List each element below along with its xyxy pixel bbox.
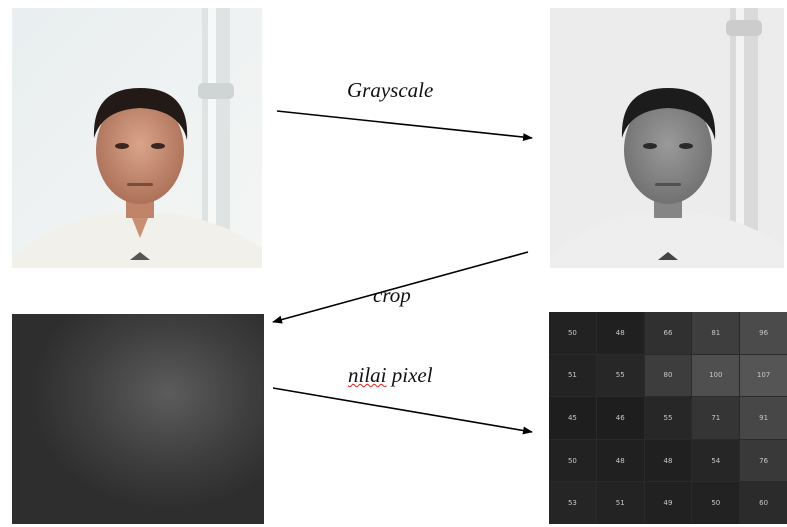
cropped-region [12,314,264,524]
original-photo-image [12,8,262,268]
pixel-cell: 76 [740,439,787,482]
cropped-region-image [12,314,264,524]
pixel-cell: 48 [644,439,692,482]
pixel-cell: 100 [692,354,740,397]
pixel-cell: 80 [644,354,692,397]
pixel-cell: 46 [596,397,644,439]
pixel-cell: 107 [740,354,787,397]
pixel-cell: 71 [692,397,740,439]
arrow-pixel-value [272,387,533,435]
pixel-cell: 48 [596,439,644,482]
pixel-value-label: nilai pixel [348,363,433,388]
pixel-cell: 81 [692,312,740,354]
pixel-cell: 51 [549,354,596,397]
pixel-cell: 55 [644,397,692,439]
pixel-cell: 49 [644,482,692,524]
pixel-cell: 50 [549,439,596,482]
original-photo [12,8,262,268]
pixel-cell: 54 [692,439,740,482]
arrow-grayscale [276,110,533,142]
crop-label: crop [373,283,411,307]
pixel-cell: 50 [692,482,740,524]
pixel-label-word-nilai: nilai [348,363,387,387]
pixel-label-word-pixel: pixel [386,363,433,387]
pixel-cell: 50 [549,312,596,354]
arrow-crop [272,251,529,324]
pixel-cell: 53 [549,482,596,524]
pixel-cell: 66 [644,312,692,354]
pixel-cell: 48 [596,312,644,354]
grayscale-label: Grayscale [347,78,434,102]
pixel-cell: 45 [549,397,596,439]
grayscale-photo [550,8,784,268]
pixel-cell: 96 [740,312,787,354]
pixel-cell: 51 [596,482,644,524]
grayscale-photo-image [550,8,784,268]
pixel-cell: 91 [740,397,787,439]
pixel-cell: 55 [596,354,644,397]
pixel-cell: 60 [740,482,787,524]
